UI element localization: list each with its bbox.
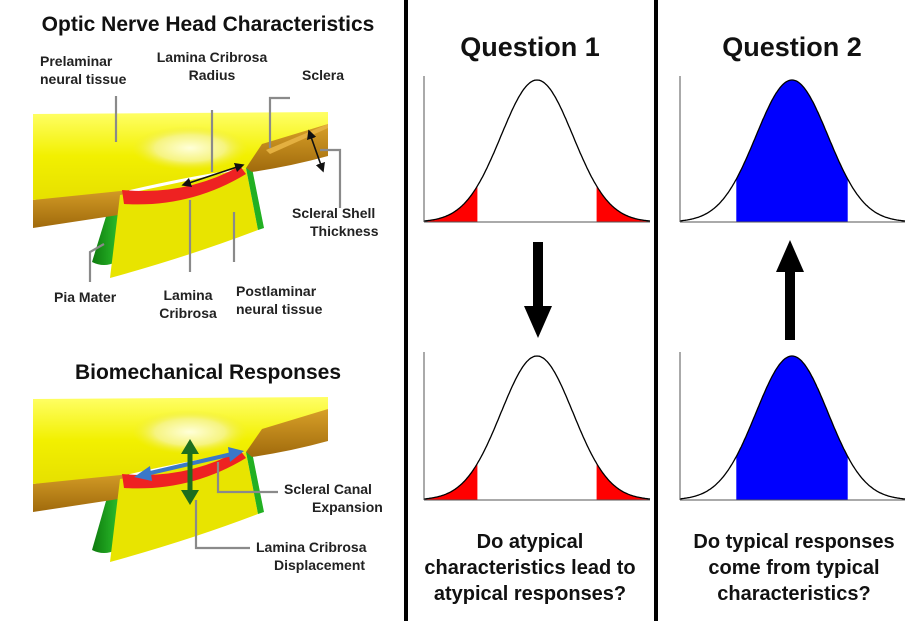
q2-top-curve-plot (679, 76, 906, 223)
pia-right-edge-bottom (246, 452, 264, 514)
q2-bottom-curve-plot (679, 352, 906, 501)
lamina-cribrosa-band-bottom (122, 450, 246, 489)
label-lc-radius-l1: Lamina Cribrosa (157, 49, 268, 65)
q2-bottom-highlight (736, 356, 848, 500)
scleral-thickness-arrow (307, 129, 325, 173)
lc-radius-arrow (181, 162, 245, 188)
label-scleral-canal-l2: Expansion (312, 499, 383, 515)
sclera-right-block-bottom (246, 409, 328, 457)
question2-text-line1: Do typical responses (693, 531, 894, 553)
pia-right-edge (246, 168, 264, 230)
label-lc-radius-l2: Radius (189, 67, 236, 83)
label-scleral-shell-l1: Scleral Shell (292, 205, 375, 221)
lamina-cribrosa-band (122, 166, 246, 205)
panel-divider-left (404, 0, 408, 621)
onh-diagram-top (33, 112, 328, 278)
label-lc-displacement-l2: Displacement (274, 557, 365, 573)
label-prelaminar-l2: neural tissue (40, 71, 127, 87)
question2-text-line3: characteristics? (717, 583, 870, 605)
optic-cup-bottom (132, 410, 248, 454)
displacement-arrowhead-up (181, 439, 199, 454)
onh-diagram-bottom (33, 397, 328, 562)
expansion-arrowhead-left (134, 466, 152, 481)
q2-top-highlight (736, 80, 848, 222)
q1-bottom-curve-plot (423, 352, 651, 501)
question1-text-line3: atypical responses? (434, 583, 626, 605)
label-prelaminar-l1: Prelaminar (40, 53, 113, 69)
label-postlaminar-l1: Postlaminar (236, 283, 317, 299)
question2-text-line2: come from typical (708, 557, 879, 579)
label-sclera: Sclera (302, 67, 344, 83)
q1-top-bell-curve (423, 79, 651, 222)
onh-characteristics-title: Optic Nerve Head Characteristics (42, 13, 375, 36)
question1-title: Question 1 (460, 32, 600, 62)
displacement-arrowhead-down (181, 490, 199, 505)
q2-direction-arrow (776, 240, 804, 340)
label-lamina-cribrosa-l1: Lamina (163, 287, 212, 303)
q1-bottom-highlight (424, 463, 650, 500)
q1-direction-arrow (524, 242, 552, 338)
question2-title: Question 2 (722, 32, 862, 62)
q1-bottom-bell-curve (423, 355, 651, 500)
q1-top-curve-plot (423, 76, 651, 223)
label-postlaminar-l2: neural tissue (236, 301, 323, 317)
label-lamina-cribrosa-l2: Cribrosa (159, 305, 217, 321)
label-scleral-canal-l1: Scleral Canal (284, 481, 372, 497)
label-pia-mater: Pia Mater (54, 289, 117, 305)
q2-bottom-bell-curve (679, 355, 906, 500)
bottom-leader-lines (194, 462, 278, 550)
top-labels: Prelaminar neural tissue Lamina Cribrosa… (40, 49, 379, 321)
top-leader-lines (88, 96, 342, 282)
bottom-labels: Scleral Canal Expansion Lamina Cribrosa … (256, 481, 383, 573)
panel-divider-right (654, 0, 658, 621)
question1-text-line1: Do atypical (477, 531, 584, 553)
q2-top-bell-curve (679, 79, 906, 222)
label-scleral-shell-l2: Thickness (310, 223, 379, 239)
expansion-arrowhead-right (228, 447, 244, 462)
label-lc-displacement-l1: Lamina Cribrosa (256, 539, 367, 555)
biomechanical-responses-title: Biomechanical Responses (75, 361, 341, 384)
optic-cup (132, 126, 248, 170)
question1-text-line2: characteristics lead to (424, 557, 635, 579)
q1-top-highlight (424, 185, 650, 222)
